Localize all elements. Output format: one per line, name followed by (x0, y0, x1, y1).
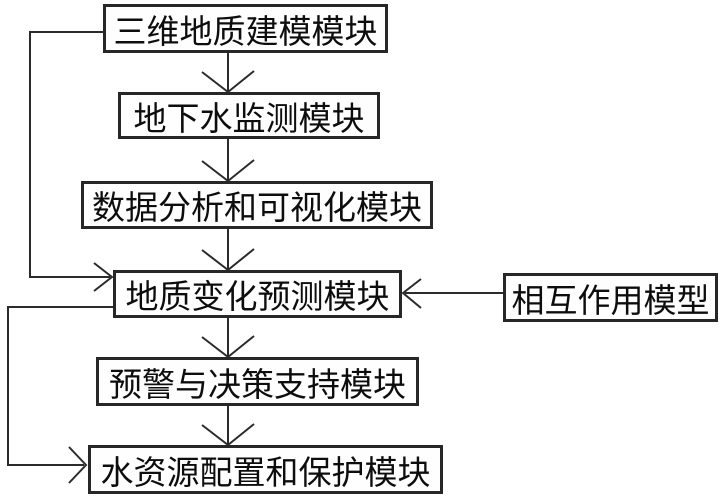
node-water-resources-allocation-protection-module: 水资源配置和保护模块 (88, 445, 443, 494)
edge-modeling-prediction-bypass (29, 31, 114, 292)
edge-analysis-prediction (201, 229, 255, 272)
arrowhead-right-icon (93, 262, 114, 292)
arrowhead-right-icon (68, 446, 88, 484)
node-interaction-model: 相互作用模型 (503, 273, 718, 322)
node-data-analysis-visualization-module: 数据分析和可视化模块 (81, 181, 433, 229)
node-geological-change-prediction-module: 地质变化预测模块 (113, 270, 402, 318)
edge-prediction-water-bypass (7, 306, 113, 484)
node-3d-geological-modeling-module: 三维地质建模模块 (103, 4, 388, 53)
node-early-warning-decision-support-module: 预警与决策支持模块 (96, 357, 419, 406)
node-label: 地下水监测模块 (133, 101, 365, 138)
edge-monitoring-analysis (201, 139, 255, 183)
edge-interaction-prediction (401, 278, 503, 309)
node-label: 三维地质建模模块 (113, 14, 378, 51)
node-groundwater-monitoring-module: 地下水监测模块 (118, 92, 380, 139)
node-label: 数据分析和可视化模块 (92, 191, 422, 227)
edge-prediction-warning (201, 318, 255, 359)
node-label: 水资源配置和保护模块 (100, 455, 431, 492)
node-label: 预警与决策支持模块 (109, 367, 406, 404)
arrowhead-left-icon (401, 278, 422, 309)
node-label: 相互作用模型 (511, 283, 710, 320)
node-label: 地质变化预测模块 (125, 280, 390, 316)
edge-modeling-monitoring (201, 53, 255, 94)
edge-warning-water (201, 406, 255, 447)
